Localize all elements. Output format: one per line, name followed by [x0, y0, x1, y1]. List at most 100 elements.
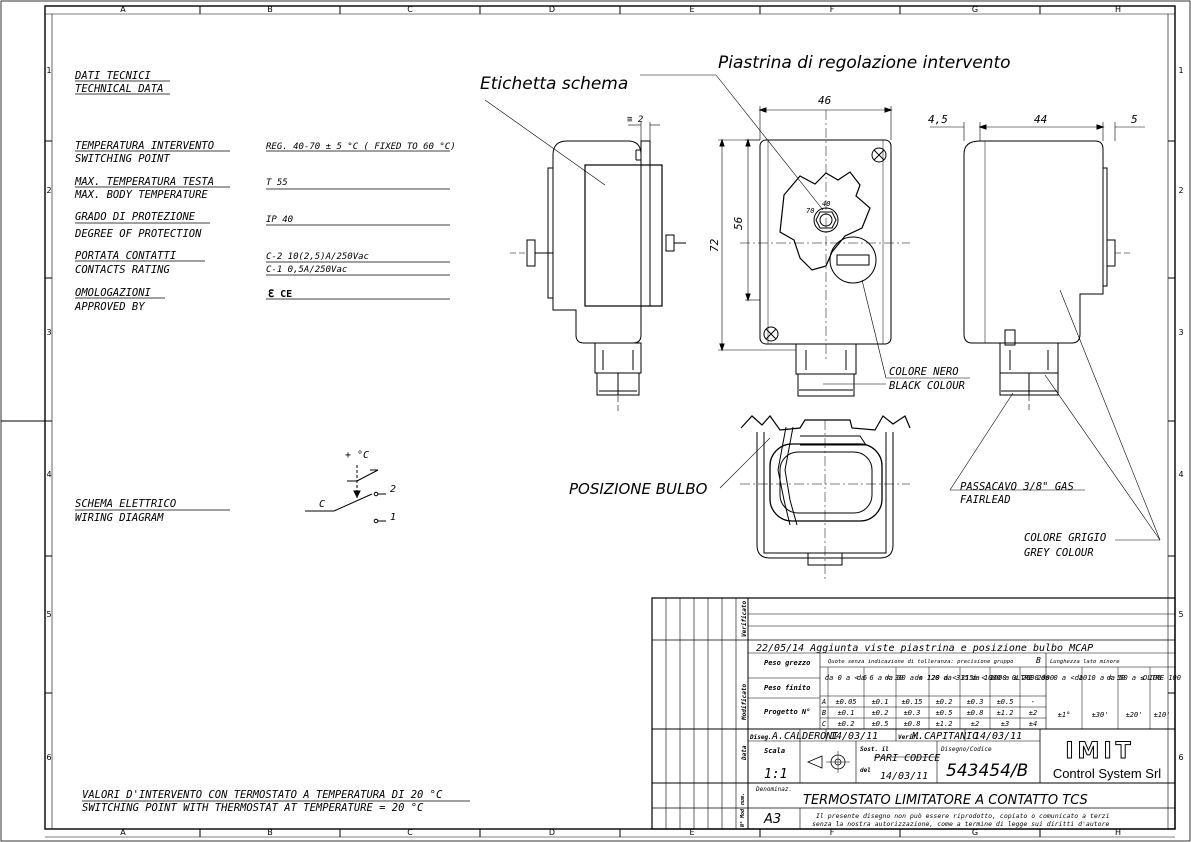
row-3-right: 3: [1178, 328, 1183, 337]
side-modificato: Modificato: [741, 683, 748, 721]
callout-fairlead: FAIRLEAD: [960, 494, 1011, 506]
tol-b-3: ±0.5: [936, 709, 953, 717]
col-b-bottom: B: [267, 828, 273, 837]
tol-c-5: ±3: [1001, 720, 1009, 728]
callout-piastrina: Piastrina di regolazione intervento: [718, 53, 1011, 73]
col-d-top: D: [549, 5, 555, 14]
callout-etichetta: Etichetta schema: [480, 74, 628, 94]
tech-data-header-it: DATI TECNICI: [74, 70, 152, 82]
tech-value-2: IP 40: [266, 215, 293, 225]
col-c-top: C: [407, 5, 413, 14]
tol-c-0: ±0.2: [838, 720, 855, 728]
ang-val-0: ±1°: [1058, 711, 1071, 719]
tol-a-2: ±0.15: [901, 698, 922, 706]
row-3-left: 3: [46, 328, 51, 337]
tech-label-it-0: TEMPERATURA INTERVENTO: [75, 140, 214, 152]
tol-b-5: ±1.2: [997, 709, 1014, 717]
left-view-texts: ≅ 2: [627, 115, 643, 125]
tech-label-it-3: PORTATA CONTATTI: [75, 250, 177, 262]
tol-b-2: ±0.3: [904, 709, 921, 717]
tol-range-4: da 315 a < 1000: [943, 674, 1006, 682]
del-date: 14/03/11: [880, 771, 928, 782]
callout-posizione-bulbo: POSIZIONE BULBO: [569, 480, 708, 498]
tol-b-0: ±0.1: [838, 709, 855, 717]
row-1-left: 1: [46, 66, 51, 75]
lunghezza-label: Lunghezza lato minore: [1050, 659, 1120, 665]
title-block-symbol: [806, 751, 850, 773]
frame-column-labels: A B C D E F G H A B C D E F G H 1 2 3 4 …: [46, 5, 1183, 837]
tol-a-4: ±0.3: [967, 698, 984, 706]
sost-label: Sost. il: [860, 746, 889, 753]
tol-a-6: -: [1031, 698, 1035, 706]
tol-c-4: ±2: [971, 720, 979, 728]
tol-b-6: ±2: [1029, 709, 1037, 717]
data-disegno: 14/03/11: [830, 731, 878, 742]
col-f-top: F: [830, 5, 835, 14]
callout-colore-grigio: COLORE GRIGIO: [1024, 532, 1106, 544]
callout-passacavo: PASSACAVO 3/8" GAS: [960, 481, 1074, 493]
col-h-top: H: [1115, 5, 1121, 14]
denominaz-label: Denominaz.: [755, 786, 792, 793]
col-a-top: A: [120, 5, 126, 14]
tol-a-1: ±0.1: [872, 698, 889, 706]
tol-c-6: ±4: [1029, 720, 1037, 728]
format-a3: A3: [763, 812, 781, 827]
row-2-right: 2: [1178, 186, 1183, 195]
title-block-texts: Verificato Modificato Data N° Mod num. 2…: [740, 600, 1181, 828]
peso-finito-label: Peso finito: [764, 684, 810, 692]
tech-value-3b: C-1 0,5A/250Vac: [266, 265, 347, 275]
col-g-bottom: G: [972, 828, 978, 837]
tech-value-1: T 55: [266, 178, 288, 188]
tol-a-3: ±0.2: [936, 698, 953, 706]
disegnatore: A.CALDERONI: [771, 731, 838, 742]
side-num: num.: [740, 793, 746, 805]
row-4-right: 4: [1178, 470, 1183, 479]
tech-label-it-4: OMOLOGAZIONI: [75, 287, 152, 299]
col-e-bottom: E: [689, 828, 694, 837]
tech-label-it-1: MAX. TEMPERATURA TESTA: [74, 176, 214, 188]
col-a-bottom: A: [120, 828, 126, 837]
tol-c-2: ±0.8: [904, 720, 921, 728]
legal-line-2: senza la nostra autorizzazione, come a t…: [812, 820, 1109, 828]
tol-c-3: ±1.2: [936, 720, 953, 728]
bulb-position-view: [740, 415, 911, 580]
revision-note: 22/05/14 Aggiunta viste piastrina e posi…: [756, 643, 1093, 654]
dim-inner-height: 56: [732, 216, 745, 230]
tech-label-en-1: MAX. BODY TEMPERATURE: [74, 189, 208, 201]
approval-marks: ℇ CE: [268, 289, 292, 300]
tol-range-2: da 30 a < 120: [885, 674, 940, 682]
callout-texts: Etichetta schema Piastrina di regolazion…: [480, 53, 1106, 559]
col-d-bottom: D: [549, 828, 555, 837]
side-verificato: Verificato: [741, 600, 748, 637]
dial-40: 40: [822, 200, 830, 208]
dim-side-gap: ≅ 2: [627, 115, 643, 125]
tech-label-en-3: CONTACTS RATING: [75, 264, 171, 276]
del-label: del: [860, 767, 871, 774]
right-view-texts: 4,5 44 5: [928, 113, 1138, 126]
col-g-top: G: [972, 5, 978, 14]
tol-a-5: ±0.5: [997, 698, 1014, 706]
tech-label-en-4: APPROVED BY: [74, 301, 145, 313]
verif-label: Verif.: [898, 734, 920, 741]
dim-front-width: 46: [818, 94, 832, 107]
ang-range-2: da 50 a ≤ 100: [1107, 674, 1162, 682]
ang-range-1: da 10 a < 50: [1075, 674, 1126, 682]
tol-b-4: ±0.8: [967, 709, 984, 717]
scala-value: 1:1: [764, 767, 787, 782]
callout-black-colour: BLACK COLOUR: [889, 380, 965, 392]
technical-data-block: DATI TECNICI TECHNICAL DATA TEMPERATURA …: [74, 70, 456, 313]
row-4-left: 4: [46, 470, 51, 479]
tolerance-header: Quote senza indicazione di tolleranza: p…: [828, 659, 1013, 665]
row-5-left: 5: [46, 610, 51, 619]
adjustment-plate: [779, 171, 871, 271]
ang-range-3: OLTRE 100: [1143, 674, 1181, 682]
wiring-c-label: C: [319, 499, 325, 510]
tech-label-en-2: DEGREE OF PROTECTION: [74, 228, 202, 240]
tol-range-1: da 6 a < 30: [857, 674, 903, 682]
callout-colore-nero: COLORE NERO: [889, 366, 959, 378]
front-view-texts: 46 56 72 70 40: [708, 94, 832, 252]
front-view: [718, 106, 910, 397]
dim-right-a: 4,5: [928, 113, 948, 126]
leader-lines: [484, 74, 1161, 541]
